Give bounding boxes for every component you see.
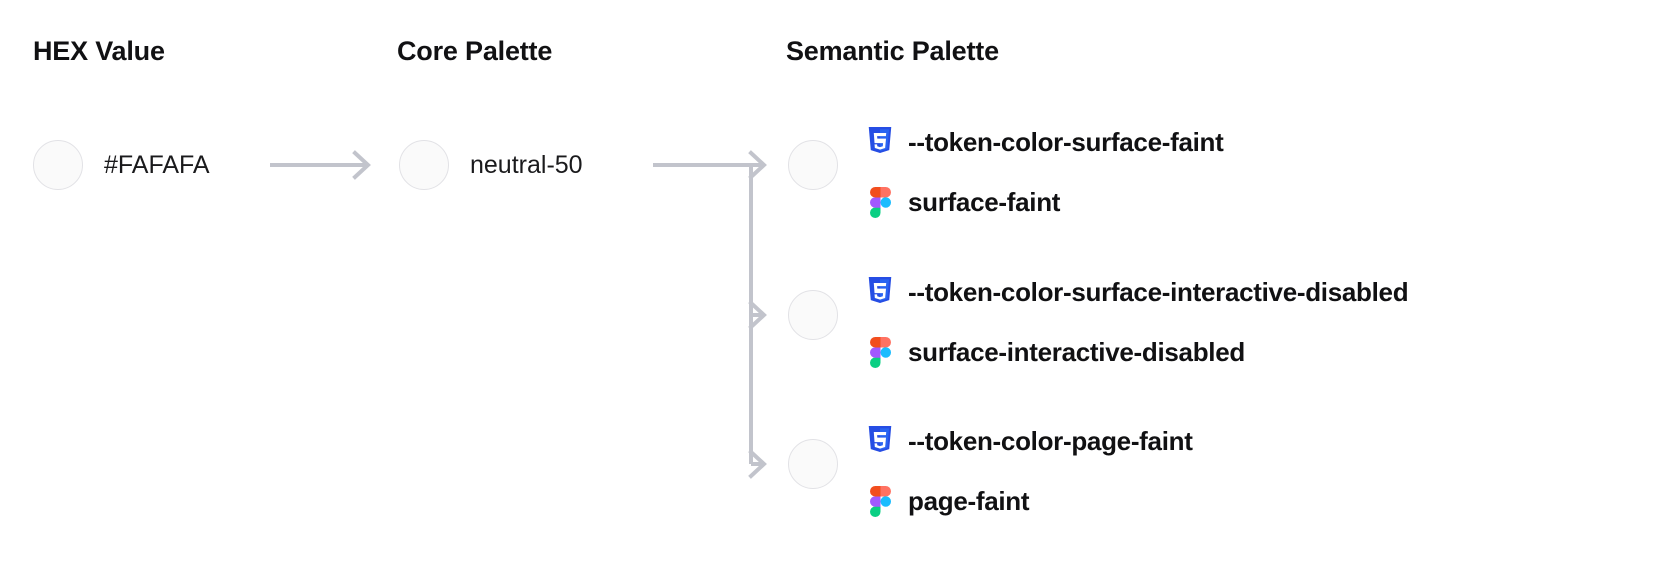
css-token-line: --token-color-page-faint bbox=[866, 411, 1193, 471]
figma-token-line: page-faint bbox=[866, 471, 1193, 531]
swatch-semantic-2 bbox=[788, 439, 838, 489]
css-token-label: --token-color-page-faint bbox=[908, 426, 1193, 456]
column-header-hex-value: HEX Value bbox=[33, 36, 165, 66]
arrow-hex-to-core-head bbox=[352, 150, 371, 180]
css3-icon bbox=[866, 276, 894, 308]
figma-icon bbox=[866, 485, 894, 517]
branch-2-arrow-head bbox=[748, 300, 767, 330]
css3-icon bbox=[866, 126, 894, 158]
semantic-row: --token-color-surface-faint surface-fain… bbox=[866, 112, 1224, 232]
semantic-row: --token-color-page-faint page-faint bbox=[866, 411, 1193, 531]
swatch-core-palette bbox=[399, 140, 449, 190]
figma-token-line: surface-faint bbox=[866, 172, 1223, 232]
css-token-line: --token-color-surface-interactive-disabl… bbox=[866, 262, 1409, 322]
figma-token-label: surface-faint bbox=[908, 187, 1061, 217]
hex-value-label: #FAFAFA bbox=[104, 151, 210, 179]
figma-token-label: surface-interactive-disabled bbox=[908, 337, 1245, 367]
swatch-semantic-0 bbox=[788, 140, 838, 190]
swatch-semantic-1 bbox=[788, 290, 838, 340]
css-token-label: --token-color-surface-faint bbox=[908, 127, 1224, 157]
column-header-core-palette: Core Palette bbox=[397, 36, 553, 66]
swatch-hex-value bbox=[33, 140, 83, 190]
branch-3-arrow-head bbox=[748, 449, 767, 479]
figma-token-label: page-faint bbox=[908, 486, 1030, 516]
column-header-semantic-palette: Semantic Palette bbox=[786, 36, 999, 66]
figma-icon bbox=[866, 336, 894, 368]
css-token-label: --token-color-surface-interactive-disabl… bbox=[908, 277, 1409, 307]
css-token-line: --token-color-surface-faint bbox=[866, 112, 1224, 172]
css3-icon bbox=[866, 425, 894, 457]
core-palette-label: neutral-50 bbox=[470, 151, 583, 179]
figma-icon bbox=[866, 186, 894, 218]
semantic-row: --token-color-surface-interactive-disabl… bbox=[866, 262, 1409, 382]
branch-1-arrow-head bbox=[748, 150, 767, 180]
figma-token-line: surface-interactive-disabled bbox=[866, 322, 1408, 382]
